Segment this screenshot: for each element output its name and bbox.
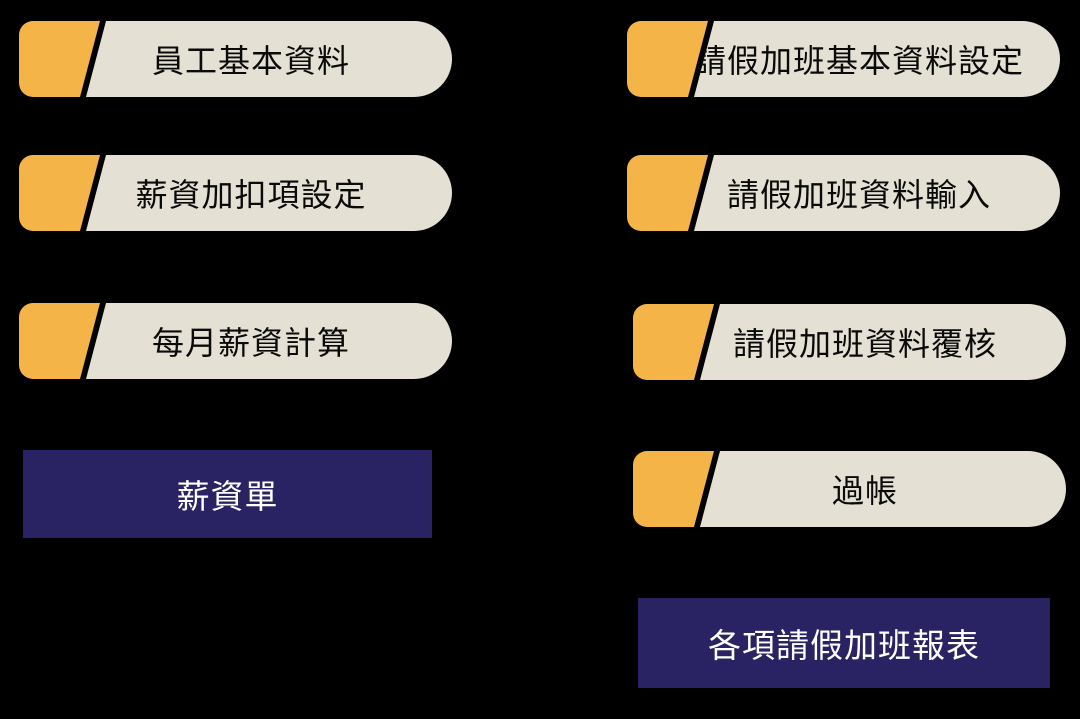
button-label: 請假加班資料覆核 xyxy=(732,326,997,362)
button-body: 過帳 xyxy=(700,451,1066,527)
button-label: 薪資單 xyxy=(176,478,279,515)
button-salary-adjustment-settings[interactable]: 薪資加扣項設定 xyxy=(19,155,452,231)
tab-accent-icon xyxy=(633,304,714,380)
button-label: 各項請假加班報表 xyxy=(708,627,980,664)
button-label: 請假加班資料輸入 xyxy=(726,177,991,213)
button-leave-overtime-basic-settings[interactable]: 請假加班基本資料設定 xyxy=(627,21,1060,97)
button-leave-overtime-data-review[interactable]: 請假加班資料覆核 xyxy=(633,304,1066,380)
tab-accent-icon xyxy=(627,21,708,97)
button-body: 請假加班資料覆核 xyxy=(700,304,1066,380)
tab-accent-icon xyxy=(19,303,100,379)
button-employee-basic-info[interactable]: 員工基本資料 xyxy=(19,21,452,97)
tab-accent-icon xyxy=(627,155,708,231)
button-leave-overtime-reports[interactable]: 各項請假加班報表 xyxy=(638,598,1050,688)
tab-accent-icon xyxy=(633,451,714,527)
tab-accent-icon xyxy=(19,155,100,231)
button-payslip[interactable]: 薪資單 xyxy=(23,450,432,538)
button-body: 請假加班資料輸入 xyxy=(694,155,1060,231)
button-label: 薪資加扣項設定 xyxy=(135,177,367,213)
button-label: 每月薪資計算 xyxy=(151,325,350,361)
button-body: 每月薪資計算 xyxy=(86,303,452,379)
button-leave-overtime-data-entry[interactable]: 請假加班資料輸入 xyxy=(627,155,1060,231)
button-label: 請假加班基本資料設定 xyxy=(694,43,1025,79)
button-body: 薪資加扣項設定 xyxy=(86,155,452,231)
tab-accent-icon xyxy=(19,21,100,97)
button-body: 請假加班基本資料設定 xyxy=(694,21,1060,97)
button-body: 員工基本資料 xyxy=(86,21,452,97)
button-label: 員工基本資料 xyxy=(151,43,350,79)
button-monthly-salary-calculation[interactable]: 每月薪資計算 xyxy=(19,303,452,379)
button-posting[interactable]: 過帳 xyxy=(633,451,1066,527)
button-label: 過帳 xyxy=(831,473,898,509)
